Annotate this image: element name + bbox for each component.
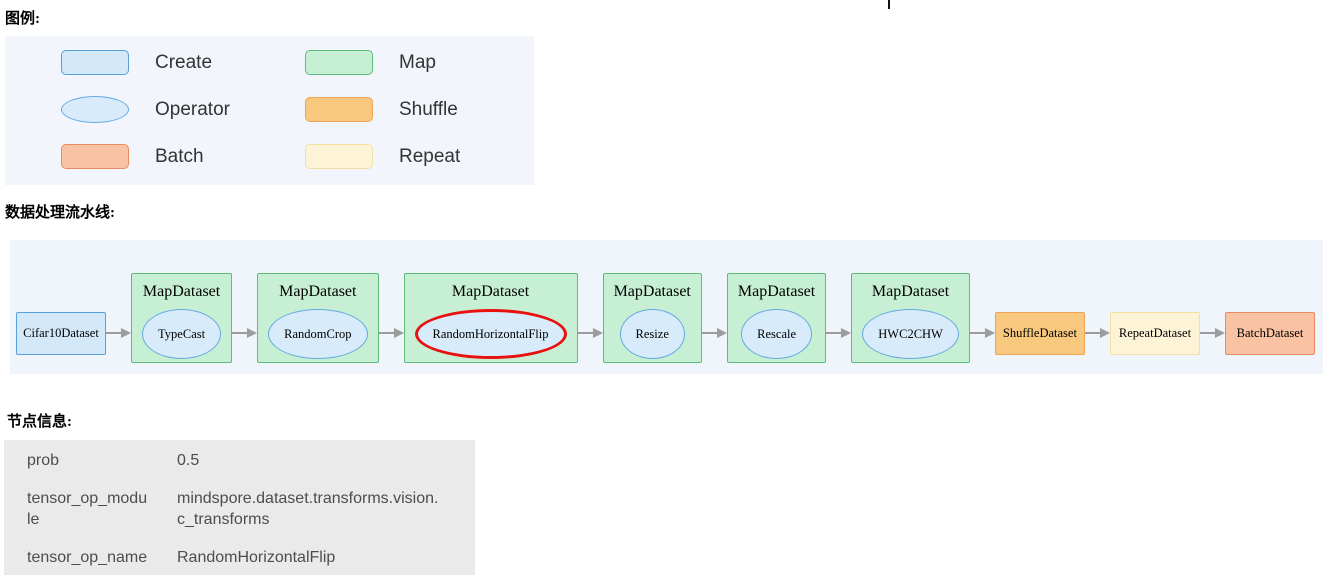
map-node-rescale[interactable]: MapDataset Rescale — [726, 273, 827, 363]
dataset-node-label: Cifar10Dataset — [23, 326, 99, 340]
operator-ellipse-typecast[interactable]: TypeCast — [142, 309, 222, 359]
arrowhead-icon — [716, 328, 727, 338]
arrow-line — [577, 332, 593, 334]
node-info-row: tensor_op_module mindspore.dataset.trans… — [27, 488, 475, 530]
legend-swatch-operator — [61, 96, 129, 123]
arrow-line — [1199, 332, 1215, 334]
arrow-connector — [826, 327, 852, 339]
map-node-title: MapDataset — [142, 283, 221, 300]
arrowhead-icon — [984, 328, 995, 338]
legend-label: Operator — [155, 98, 230, 120]
arrowhead-icon — [592, 328, 603, 338]
arrow-connector — [969, 327, 995, 339]
arrow-line — [378, 332, 394, 334]
node-batchdataset[interactable]: BatchDataset — [1225, 312, 1315, 355]
legend-item: Operator — [61, 96, 305, 123]
arrow-line — [969, 332, 985, 334]
map-node-title: MapDataset — [279, 283, 357, 300]
operator-ellipse-randomcrop[interactable]: RandomCrop — [268, 309, 368, 359]
arrow-connector — [1084, 327, 1110, 339]
legend-swatch-batch — [61, 144, 129, 169]
node-info-value: RandomHorizontalFlip — [177, 549, 336, 566]
map-node-randomcrop[interactable]: MapDataset RandomCrop — [257, 273, 379, 363]
legend-item: Batch — [61, 144, 305, 169]
arrow-line — [1084, 332, 1100, 334]
node-info-value: 0.5 — [177, 452, 200, 469]
cursor-artifact — [888, 0, 890, 9]
arrowhead-icon — [393, 328, 404, 338]
legend-label: Map — [399, 51, 436, 73]
arrowhead-icon — [247, 328, 258, 338]
operator-ellipse-randomhorizontalflip-selected[interactable]: RandomHorizontalFlip — [414, 309, 567, 359]
arrowhead-icon — [841, 328, 852, 338]
map-node-hwc2chw[interactable]: MapDataset HWC2CHW — [851, 273, 970, 363]
arrowhead-icon — [1215, 328, 1225, 338]
legend-item: Create — [61, 50, 305, 75]
node-info-key: tensor_op_name — [27, 549, 148, 566]
node-repeatdataset[interactable]: RepeatDataset — [1109, 312, 1200, 355]
legend-swatch-map — [305, 50, 373, 75]
pipeline-title: 数据处理流水线: — [5, 205, 115, 221]
arrowhead-icon — [1099, 328, 1110, 338]
arrow-line — [826, 332, 842, 334]
legend-panel: Create Map Operator Shuffle Batch Repeat — [5, 36, 534, 185]
node-info-table: prob 0.5 tensor_op_module mindspore.data… — [4, 440, 475, 575]
node-info-row: prob 0.5 — [27, 450, 475, 471]
arrow-connector — [701, 327, 727, 339]
map-node-resize[interactable]: MapDataset Resize — [602, 273, 702, 363]
pipeline-canvas: Cifar10Dataset MapDataset TypeCast MapDa… — [10, 240, 1323, 374]
arrow-line — [106, 332, 122, 334]
map-node-randomhorizontalflip[interactable]: MapDataset RandomHorizontalFlip — [403, 273, 578, 363]
arrow-connector — [577, 327, 603, 339]
map-node-title: MapDataset — [451, 283, 530, 300]
dataset-node-label: RepeatDataset — [1118, 326, 1192, 340]
legend-item: Repeat — [305, 144, 534, 169]
legend-swatch-repeat — [305, 144, 373, 169]
dataset-node-label: BatchDataset — [1236, 326, 1304, 340]
map-node-title: MapDataset — [613, 283, 691, 300]
legend-label: Batch — [155, 145, 204, 167]
node-info-title: 节点信息: — [7, 414, 72, 430]
operator-ellipse-resize[interactable]: Resize — [619, 309, 685, 359]
node-info-row: tensor_op_name RandomHorizontalFlip — [27, 547, 475, 568]
node-shuffledataset[interactable]: ShuffleDataset — [994, 312, 1085, 355]
legend-label: Shuffle — [399, 98, 458, 120]
arrow-line — [701, 332, 717, 334]
arrow-connector — [232, 327, 258, 339]
operator-ellipse-rescale[interactable]: Rescale — [741, 309, 813, 359]
arrow-connector — [1199, 327, 1225, 339]
legend-swatch-create — [61, 50, 129, 75]
operator-ellipse-hwc2chw[interactable]: HWC2CHW — [862, 309, 959, 359]
arrow-line — [232, 332, 248, 334]
map-node-title: MapDataset — [871, 283, 950, 300]
node-info-key: prob — [27, 452, 60, 469]
legend-label: Repeat — [399, 145, 461, 167]
legend-item: Shuffle — [305, 97, 534, 122]
dataset-node-label: ShuffleDataset — [1002, 326, 1077, 340]
node-info-value: mindspore.dataset.transforms.vision.c_tr… — [177, 490, 439, 528]
legend-swatch-shuffle — [305, 97, 373, 122]
map-node-title: MapDataset — [737, 283, 816, 300]
node-info-key: tensor_op_module — [27, 490, 148, 528]
legend-label: Create — [155, 51, 213, 73]
arrow-connector — [378, 327, 404, 339]
map-node-typecast[interactable]: MapDataset TypeCast — [131, 273, 233, 363]
node-cifar10dataset[interactable]: Cifar10Dataset — [16, 312, 106, 355]
legend-title: 图例: — [5, 11, 40, 27]
arrowhead-icon — [121, 328, 132, 338]
arrow-connector — [106, 327, 132, 339]
legend-item: Map — [305, 50, 534, 75]
